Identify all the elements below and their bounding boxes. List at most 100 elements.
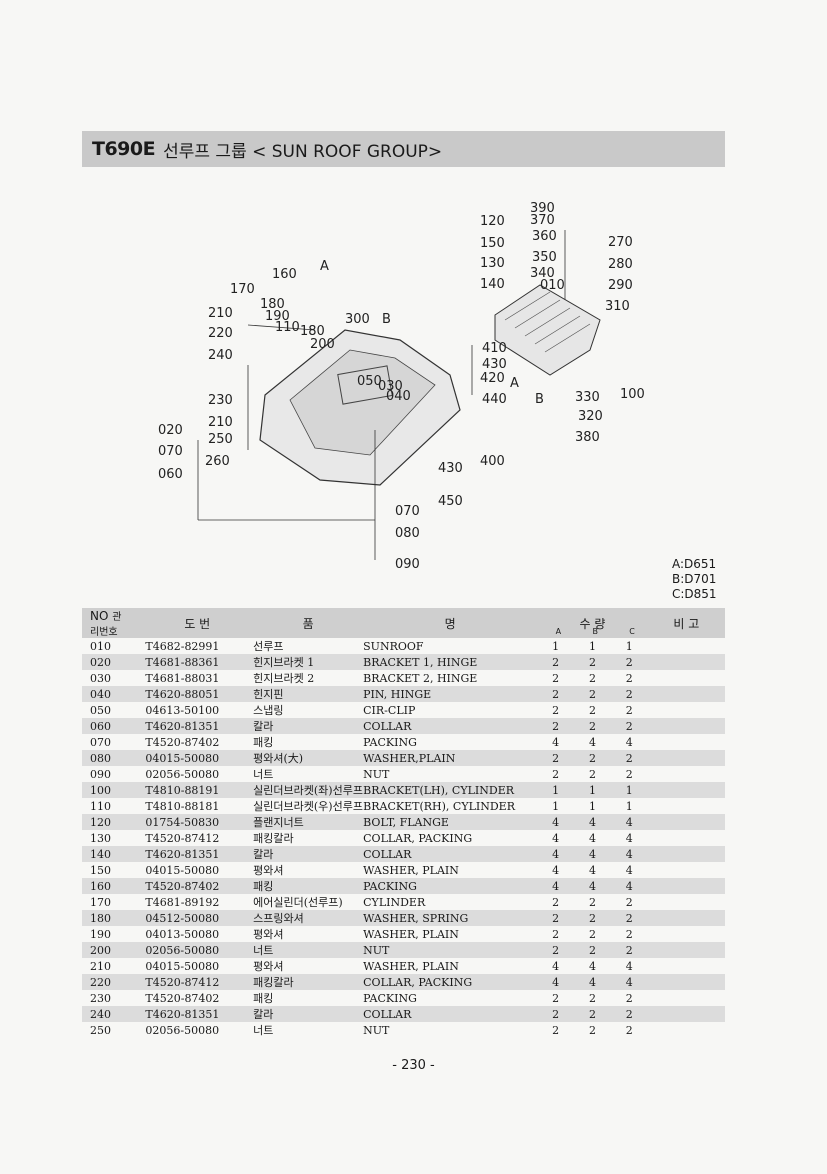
qty-b: 1 (588, 799, 596, 813)
callout: 410 (482, 341, 507, 356)
callout: 040 (386, 389, 411, 404)
remark (647, 654, 725, 670)
part-name-ko: 패킹 (253, 992, 274, 1005)
callout: 330 (575, 390, 600, 405)
qty-b: 2 (588, 767, 596, 781)
part-name-en: COLLAR (363, 718, 538, 734)
qty-c: 2 (625, 703, 633, 717)
part-name-en: NUT (363, 767, 390, 781)
part-code: T4681-88031 (145, 671, 220, 685)
header-qty-c: C (610, 608, 648, 638)
part-code: T4681-88361 (125, 654, 250, 670)
qty-c: 4 (625, 831, 633, 845)
header-qty-a: A (537, 608, 574, 638)
part-name-ko: 스냅링 (253, 704, 284, 717)
qty-c: 2 (610, 942, 648, 958)
part-name-en: PACKING (363, 991, 417, 1005)
part-name-ko: 칼라 (249, 718, 364, 734)
callout: 090 (395, 557, 420, 572)
qty-a: 4 (537, 974, 574, 990)
part-name-en: BRACKET(RH), CYLINDER (363, 799, 515, 813)
header-no: NO 관리번호 (82, 608, 126, 638)
title-bar: T690E 선루프 그룹 < SUN ROOF GROUP> (82, 131, 725, 167)
callout: 210 (208, 306, 233, 321)
part-number-index: 180 (82, 910, 126, 926)
callout: 220 (208, 326, 233, 341)
qty-a: 2 (537, 686, 574, 702)
part-name-ko: 너트 (253, 768, 274, 781)
part-name-ko: 플랜지너트 (249, 814, 364, 830)
part-number-index: 240 (82, 1006, 126, 1022)
qty-b: 2 (588, 895, 596, 909)
part-number-index: 150 (90, 863, 111, 877)
callout: 020 (158, 423, 183, 438)
part-name-ko: 스프링와셔 (249, 910, 364, 926)
callout-labels: 120 150 130 140 390 370 360 350 340 010 … (158, 201, 645, 572)
remark (647, 942, 725, 958)
remark (647, 878, 725, 894)
part-name-ko: 평와셔 (253, 928, 284, 941)
callout: B (382, 312, 391, 327)
qty-c: 2 (610, 654, 648, 670)
part-number-index: 170 (90, 895, 111, 909)
part-name-en: BRACKET 2, HINGE (363, 671, 478, 685)
qty-c: 2 (625, 927, 633, 941)
part-code: 02056-50080 (145, 1023, 220, 1037)
qty-a: 2 (552, 671, 560, 685)
callout: 070 (395, 504, 420, 519)
part-name-en: COLLAR, PACKING (363, 831, 473, 845)
part-number-index: 010 (90, 639, 111, 653)
qty-b: 2 (573, 1006, 611, 1022)
callout: 400 (480, 454, 505, 469)
callout: 030 (378, 379, 403, 394)
callout: 170 (230, 282, 255, 297)
part-number-index: 190 (90, 927, 111, 941)
legend-item: B:D701 (672, 572, 717, 586)
callout: 050 (357, 374, 382, 389)
group-title: 선루프 그룹 < SUN ROOF GROUP> (163, 141, 443, 162)
callout: 380 (575, 430, 600, 445)
part-number-index: 230 (90, 991, 111, 1005)
part-name-ko: 칼라 (249, 846, 364, 862)
part-code: T4520-87402 (145, 735, 220, 749)
part-code: T4681-89192 (145, 895, 220, 909)
part-name-en: BRACKET 1, HINGE (363, 654, 538, 670)
remark (647, 814, 725, 830)
callout: 430 (482, 357, 507, 372)
callout: 180 (300, 324, 325, 339)
qty-a: 2 (537, 718, 574, 734)
remark (648, 766, 725, 782)
exploded-parts-diagram: 120 150 130 140 390 370 360 350 340 010 … (158, 201, 645, 572)
model-legend: A:D651 B:D701 C:D851 (672, 557, 717, 602)
part-name-ko: 패킹 (253, 736, 274, 749)
part-name-en: WASHER, PLAIN (363, 927, 459, 941)
part-name-ko: 칼라 (249, 1006, 364, 1022)
callout: 110 (275, 320, 300, 335)
model-code: T690E (92, 138, 156, 160)
qty-a: 1 (537, 782, 574, 798)
qty-b: 2 (588, 927, 596, 941)
qty-b: 1 (573, 782, 611, 798)
remark (648, 830, 725, 846)
part-code: T4682-82991 (145, 639, 220, 653)
qty-c: 2 (625, 895, 633, 909)
qty-c: 2 (610, 686, 648, 702)
remark (647, 718, 725, 734)
qty-c: 4 (625, 863, 633, 877)
leader-lines (197, 230, 566, 560)
callout: 080 (395, 526, 420, 541)
part-number-index: 160 (82, 878, 126, 894)
remark (648, 638, 725, 654)
callout: 230 (208, 393, 233, 408)
part-name-en: PACKING (363, 735, 417, 749)
qty-b: 2 (573, 686, 611, 702)
